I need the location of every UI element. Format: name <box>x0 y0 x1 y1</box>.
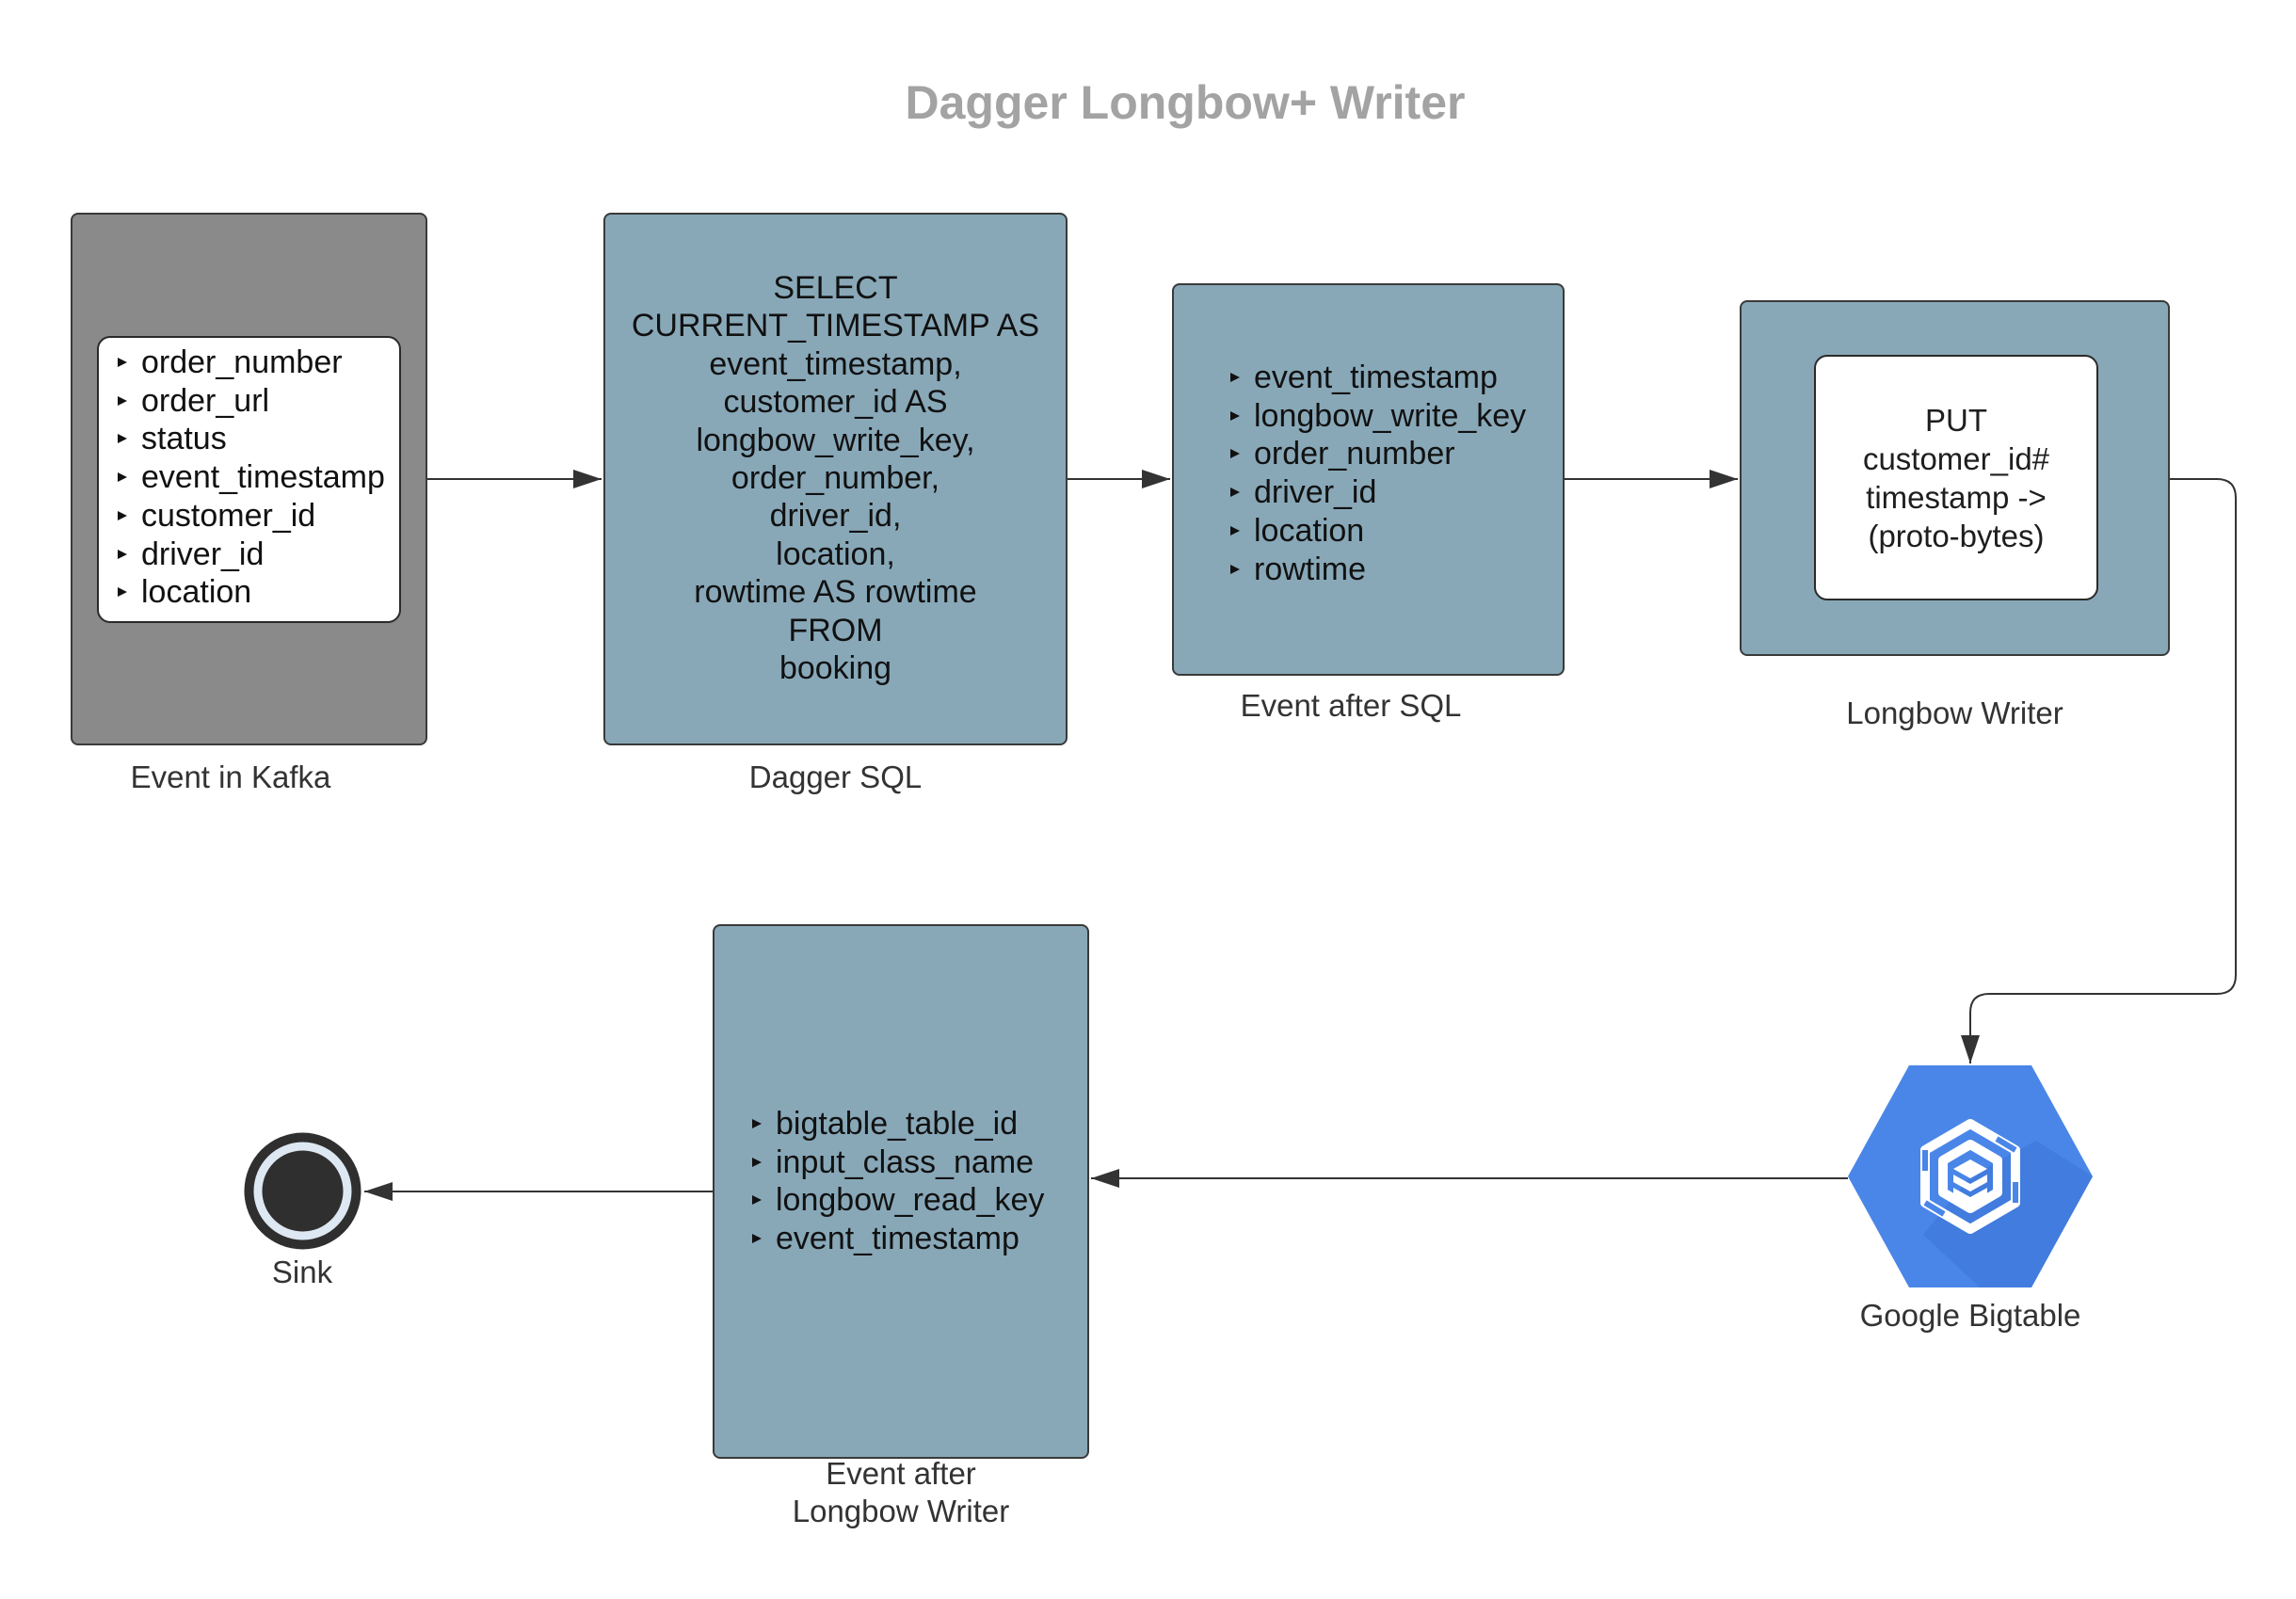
bigtable-caption: Google Bigtable <box>1859 1298 2081 1333</box>
list-item: status <box>118 420 399 458</box>
list-item: customer_id <box>118 497 399 536</box>
list-item: longbow_read_key <box>752 1181 1044 1220</box>
list-item: location <box>118 573 399 612</box>
list-item: location <box>1230 512 1526 551</box>
event-after-writer-box: bigtable_table_id input_class_name longb… <box>713 924 1089 1459</box>
sql-line: FROM <box>788 612 883 648</box>
list-item: driver_id <box>118 536 399 574</box>
caption-line: Event after <box>826 1456 976 1491</box>
sql-line: location, <box>776 536 895 572</box>
put-line: (proto-bytes) <box>1868 518 2045 553</box>
end-event-icon <box>244 1132 361 1250</box>
connector-writer-to-bigtable <box>1961 478 2237 1063</box>
sql-line: SELECT <box>773 270 898 306</box>
sql-line: booking <box>779 650 892 687</box>
put-line: PUT <box>1925 402 1987 438</box>
list-item: longbow_write_key <box>1230 397 1526 436</box>
kafka-event-fields: order_number order_url status event_time… <box>97 336 401 623</box>
sql-line: driver_id, <box>769 498 902 535</box>
sql-line: order_number, <box>731 460 940 497</box>
sql-line: event_timestamp, <box>709 345 962 382</box>
longbow-writer-caption: Longbow Writer <box>1846 696 2063 730</box>
event-after-sql-box: event_timestamp longbow_write_key order_… <box>1172 283 1565 676</box>
list-item: event_timestamp <box>752 1220 1044 1258</box>
kafka-caption: Event in Kafka <box>130 760 331 794</box>
put-line: timestamp -> <box>1866 479 2047 515</box>
list-item: driver_id <box>1230 473 1526 512</box>
dagger-sql-box: SELECT CURRENT_TIMESTAMP AS event_timest… <box>603 213 1068 745</box>
put-operation-box: PUT customer_id# timestamp -> (proto-byt… <box>1814 355 2098 600</box>
list-item: bigtable_table_id <box>752 1105 1044 1143</box>
sql-line: customer_id AS <box>723 384 948 421</box>
list-item: input_class_name <box>752 1143 1044 1182</box>
caption-line: Longbow Writer <box>792 1494 1010 1528</box>
put-line: customer_id# <box>1862 440 2050 476</box>
list-item: rowtime <box>1230 551 1526 589</box>
sink-caption: Sink <box>271 1255 333 1289</box>
event-after-sql-caption: Event after SQL <box>1240 688 1462 723</box>
dagger-sql-caption: Dagger SQL <box>748 760 923 794</box>
event-after-writer-caption: Event after Longbow Writer <box>713 1455 1089 1530</box>
list-item: event_timestamp <box>118 458 399 497</box>
sql-line: longbow_write_key, <box>696 422 975 458</box>
sql-query: SELECT CURRENT_TIMESTAMP AS event_timest… <box>605 269 1066 687</box>
list-item: order_url <box>118 382 399 421</box>
list-item: event_timestamp <box>1230 359 1526 397</box>
list-item: order_number <box>118 344 399 382</box>
list-item: order_number <box>1230 435 1526 473</box>
sql-line: CURRENT_TIMESTAMP AS <box>631 308 1040 344</box>
sql-line: rowtime AS rowtime <box>694 574 977 611</box>
google-bigtable-icon <box>1848 1065 2093 1287</box>
diagram-title: Dagger Longbow+ Writer <box>905 76 1466 129</box>
